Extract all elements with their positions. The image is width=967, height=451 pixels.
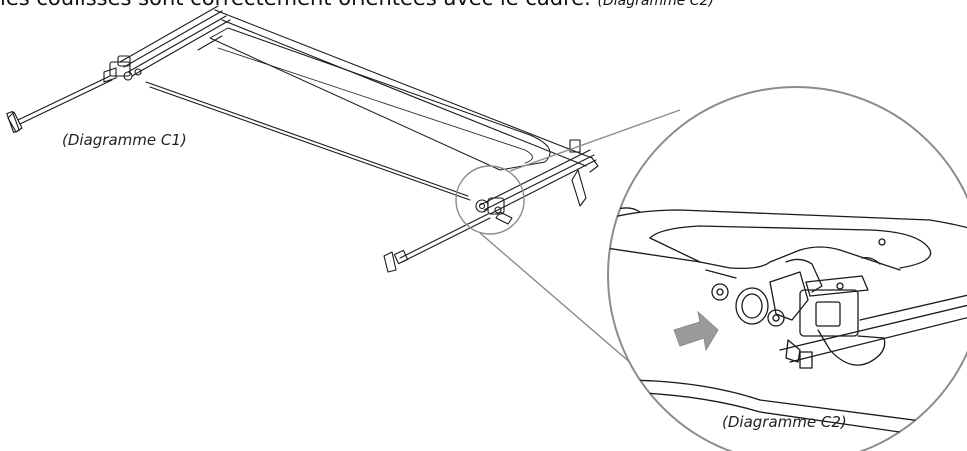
diagram-c1-label: (Diagramme C1): [62, 131, 187, 149]
instruction-reference: (Diagramme C2): [597, 0, 714, 9]
instruction-caption: les coulisses sont correctement orientée…: [0, 0, 714, 10]
right-rail: [479, 139, 599, 215]
left-leg: [6, 75, 113, 133]
right-arrow-icon: [673, 310, 719, 352]
instruction-text: les coulisses sont correctement orientée…: [0, 0, 591, 10]
top-left-rail: [119, 5, 231, 77]
detail-highlight-circle: [455, 165, 525, 235]
frame-assembly: [6, 5, 599, 273]
detail-magnifier: [607, 86, 967, 451]
right-leg: [383, 213, 491, 273]
diagram-c2-label: (Diagramme C2): [722, 413, 847, 431]
right-bracket: [475, 197, 513, 225]
fabric-panel: [145, 9, 593, 201]
left-bracket: [103, 55, 142, 83]
